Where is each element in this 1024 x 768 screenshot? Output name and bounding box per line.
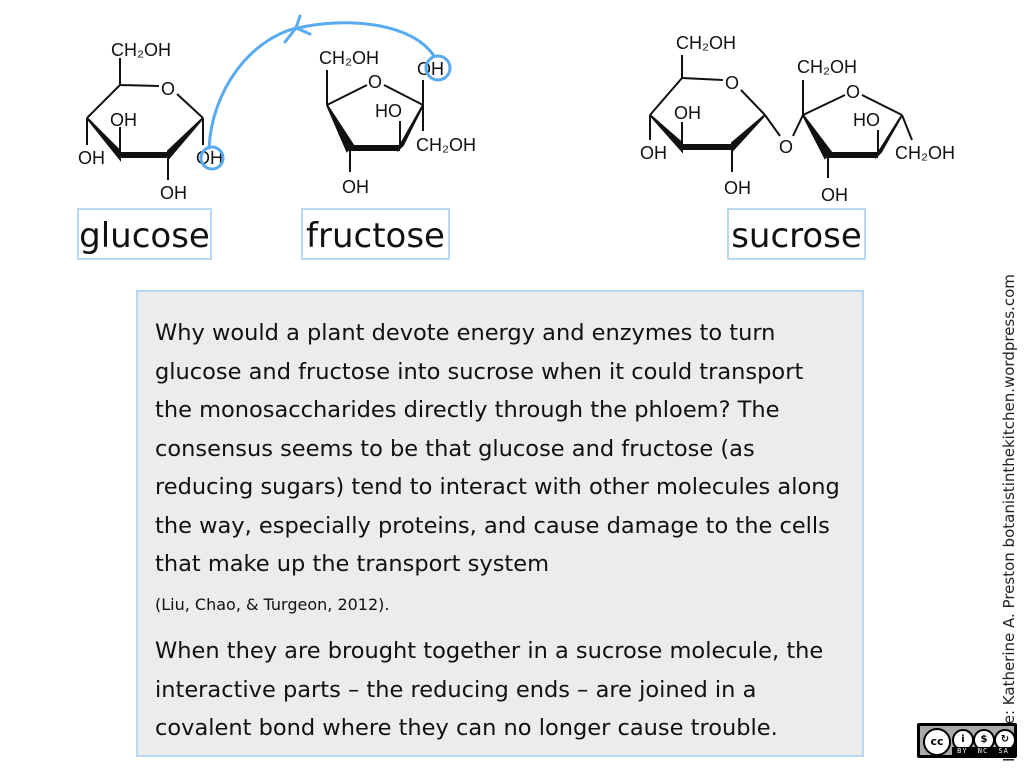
fructose-ch2oh: CH₂OH: [319, 48, 379, 68]
glucose-label: glucose: [77, 208, 212, 260]
glucose-oh: OH: [160, 183, 187, 203]
glucose-oh: OH: [78, 148, 105, 168]
explanation-box: Why would a plant devote energy and enzy…: [136, 290, 864, 757]
explanation-paragraph: Why would a plant devote energy and enzy…: [155, 314, 846, 624]
sucrose-ring-o: O: [846, 82, 860, 102]
fructose-oh: OH: [342, 177, 369, 197]
license-sa: SA: [998, 747, 1009, 755]
glycosidic-bond-o: O: [779, 137, 793, 157]
glucose-ring-o: O: [161, 79, 175, 99]
cc-icon: cc: [923, 728, 951, 756]
explanation-paragraph-2: When they are brought together in a sucr…: [155, 638, 824, 741]
sucrose-structure: [649, 55, 913, 178]
sucrose-ring-o: O: [725, 73, 739, 93]
glucose-ch2oh: CH₂OH: [111, 40, 171, 60]
sucrose-ch2oh: CH₂OH: [797, 57, 857, 77]
sucrose-oh: OH: [674, 103, 701, 123]
fructose-ch2oh: CH₂OH: [416, 135, 476, 155]
sucrose-ho: HO: [853, 110, 880, 130]
fructose-label: fructose: [301, 208, 450, 260]
sucrose-oh: OH: [821, 185, 848, 205]
bond-formation-arrow: [199, 14, 452, 171]
sucrose-label: sucrose: [727, 208, 866, 260]
molecule-diagrams: CH₂OH O OH OH OH OH CH₂OH O OH HO CH₂OH …: [78, 14, 955, 205]
fructose-ring-o: O: [368, 72, 382, 92]
sucrose-ch2oh: CH₂OH: [895, 143, 955, 163]
fructose-structure: [326, 70, 424, 172]
sucrose-oh: OH: [640, 143, 667, 163]
sucrose-ch2oh: CH₂OH: [676, 33, 736, 53]
glucose-structure: [86, 58, 204, 180]
citation: (Liu, Chao, & Turgeon, 2012).: [155, 594, 390, 614]
fructose-ho: HO: [375, 101, 402, 121]
explanation-text: Why would a plant devote energy and enzy…: [155, 320, 840, 577]
image-credit: Image: Katherine A. Preston botanistinth…: [1000, 274, 1018, 762]
license-by: BY: [957, 747, 968, 755]
sucrose-oh: OH: [724, 178, 751, 198]
fructose-anomeric-oh: OH: [417, 59, 444, 79]
glucose-oh: OH: [110, 110, 137, 130]
license-nc: NC: [977, 747, 989, 755]
license-terms: BY NC SA: [952, 747, 1014, 755]
cc-license-badge[interactable]: cc i $ ↻ BY NC SA: [917, 723, 1017, 758]
